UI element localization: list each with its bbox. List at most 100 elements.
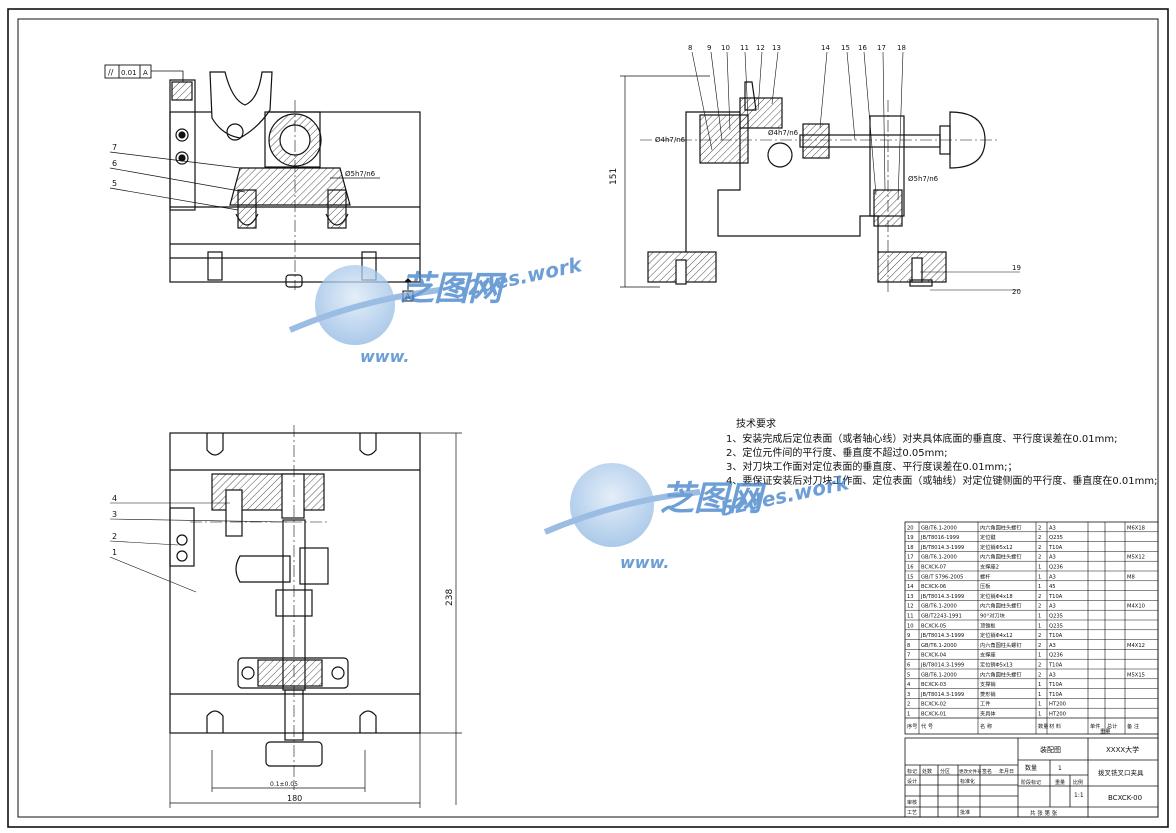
title-block <box>904 737 1159 818</box>
bom-cell: 定位销Φ5x13 <box>980 661 1013 669</box>
bom-cell: 17 <box>907 555 914 561</box>
callout-15: 15 <box>841 44 850 52</box>
callout-8: 8 <box>688 44 692 52</box>
bom-cell: 内六角圆柱头螺钉 <box>980 670 1022 678</box>
bom-cell: M4X12 <box>1127 643 1145 649</box>
tb-row-sign: 签名 <box>982 768 992 775</box>
bom-cell: 20 <box>907 525 914 531</box>
watermark-brand-2: 芝图网 <box>660 479 767 519</box>
callout-18: 18 <box>897 44 906 52</box>
bom-cell: 1 <box>1038 712 1041 718</box>
scale-label: 比例 <box>1073 779 1083 786</box>
callouts-top-view <box>109 151 246 211</box>
bom-cell: M5X12 <box>1127 555 1145 561</box>
bom-cell: BCXCK-05 <box>921 623 946 629</box>
drawing-type: 装配图 <box>1040 745 1061 754</box>
stage-label: 阶段标记 <box>1021 779 1041 786</box>
callout-6: 6 <box>112 159 117 168</box>
tb-std-label: 标准化 <box>960 778 975 785</box>
bom-cell: A3 <box>1049 574 1056 580</box>
callout-14: 14 <box>821 44 830 52</box>
bom-cell: 内六角圆柱头螺钉 <box>980 553 1022 561</box>
tb-row-date: 年月日 <box>999 768 1014 775</box>
bom-cell: 2 <box>1038 643 1041 649</box>
callout-13: 13 <box>772 44 781 52</box>
watermark-brand: 芝图网 <box>400 269 507 309</box>
bom-frame <box>904 521 1159 735</box>
bom-cell: 1 <box>1038 584 1041 590</box>
bom-cell: 压板 <box>980 582 991 590</box>
bom-cell: 3 <box>907 692 910 698</box>
bom-cell: 支撑座 <box>980 651 996 659</box>
watermark-top: 芝图网 52des.work www. <box>288 252 585 366</box>
bom-cell: A3 <box>1049 672 1056 678</box>
bom-cell: JB/T8014.3-1999 <box>920 633 964 639</box>
bom-cell: 2 <box>1038 663 1041 669</box>
title-block-text: 装配图 XXXX大学 拨叉铣叉口夹具 BCXCK-00 数量 1 阶段标记 重量… <box>907 745 1144 817</box>
watermark-url: 52des.work <box>451 252 585 303</box>
bom-cell: GB/T6.1-2000 <box>921 555 957 561</box>
bom-cell: BCXCK-03 <box>921 682 946 688</box>
height-dim-text: 151 <box>609 168 619 185</box>
tb-row-mark: 标记 <box>907 768 917 775</box>
bom-header-cell: 单件 <box>1090 722 1100 730</box>
bom-cell: GB/T6.1-2000 <box>921 672 957 678</box>
section-view <box>640 81 1000 295</box>
outer-frame <box>7 8 1169 828</box>
weight-label: 重量 <box>1055 779 1065 786</box>
watermark-www: www. <box>360 347 409 366</box>
bom-cell: 1 <box>1038 692 1041 698</box>
bom-cell: JB/T8014.3-1999 <box>920 594 964 600</box>
bom-cell: 内六角圆柱头螺钉 <box>980 523 1022 531</box>
scale-value: 1:1 <box>1074 792 1084 799</box>
tolerance-symbol: // <box>108 68 114 77</box>
technical-requirements: 技术要求 1、安装完成后定位表面（或者轴心线）对夹具体底面的垂直度、平行度误差在… <box>726 417 1157 487</box>
depth-dim-text: 238 <box>445 589 455 606</box>
width-dim-text: 180 <box>287 794 302 803</box>
bom-header-cell: 材 料 <box>1049 722 1061 730</box>
bom-cell: 2 <box>1038 525 1041 531</box>
bom-cell: BCXCK-06 <box>921 584 946 590</box>
tech-title: 技术要求 <box>736 417 776 430</box>
bom-cell: 定位销Φ4x18 <box>980 592 1013 600</box>
bom-cell: 12 <box>907 604 914 610</box>
callout-4: 4 <box>112 494 117 503</box>
fit-b-text: Ø4h7/n6 <box>655 136 686 144</box>
callout-10: 10 <box>721 44 730 52</box>
bom-cell: 螺杆 <box>980 572 990 580</box>
tolerance-value: 0.01 <box>121 69 137 77</box>
bom-cell: Q236 <box>1049 653 1063 659</box>
bom-header-cell: 数量 <box>1038 722 1048 730</box>
qty-value: 1 <box>1058 765 1062 772</box>
bom-cell: 1 <box>907 712 910 718</box>
bom-cell: 2 <box>1038 555 1041 561</box>
bom-cell: JB/T8014.3-1999 <box>920 692 964 698</box>
bom-cell: JB/T8014.3-1999 <box>920 545 964 551</box>
bom-cell: 顶锥板 <box>980 621 996 629</box>
bom-cell: GB/T2243-1991 <box>921 614 962 620</box>
bom-cell: 2 <box>1038 594 1041 600</box>
bom-cell: 4 <box>907 682 911 688</box>
tb-role-design: 设计 <box>907 778 917 785</box>
bom-cell: 菱形销 <box>980 690 996 698</box>
callout-9: 9 <box>707 44 711 52</box>
bom-cell: 2 <box>907 702 910 708</box>
bom-cell: 1 <box>1038 653 1041 659</box>
callout-1: 1 <box>112 548 117 557</box>
bom-cell: 9 <box>907 633 910 639</box>
bom-cell: M4X10 <box>1127 604 1145 610</box>
bom-cell: 13 <box>907 594 914 600</box>
front-view <box>169 71 421 290</box>
bom-header-cell: 序号 <box>907 722 917 730</box>
bom-header-cell: 备 注 <box>1127 722 1139 730</box>
tb-row-zone: 分区 <box>940 768 950 775</box>
